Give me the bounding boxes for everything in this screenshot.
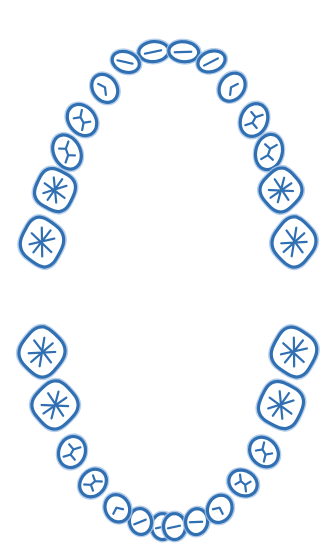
upper-right-tooth-7 (267, 212, 322, 273)
lower-left-tooth-7 (14, 322, 71, 383)
lower-right-tooth-6 (251, 374, 312, 437)
upper-dental-arch (15, 37, 322, 272)
upper-left-tooth-7 (15, 212, 70, 273)
lower-left-tooth-6 (25, 374, 86, 437)
lower-dental-arch (14, 322, 323, 543)
lower-right-tooth-7 (266, 322, 323, 383)
